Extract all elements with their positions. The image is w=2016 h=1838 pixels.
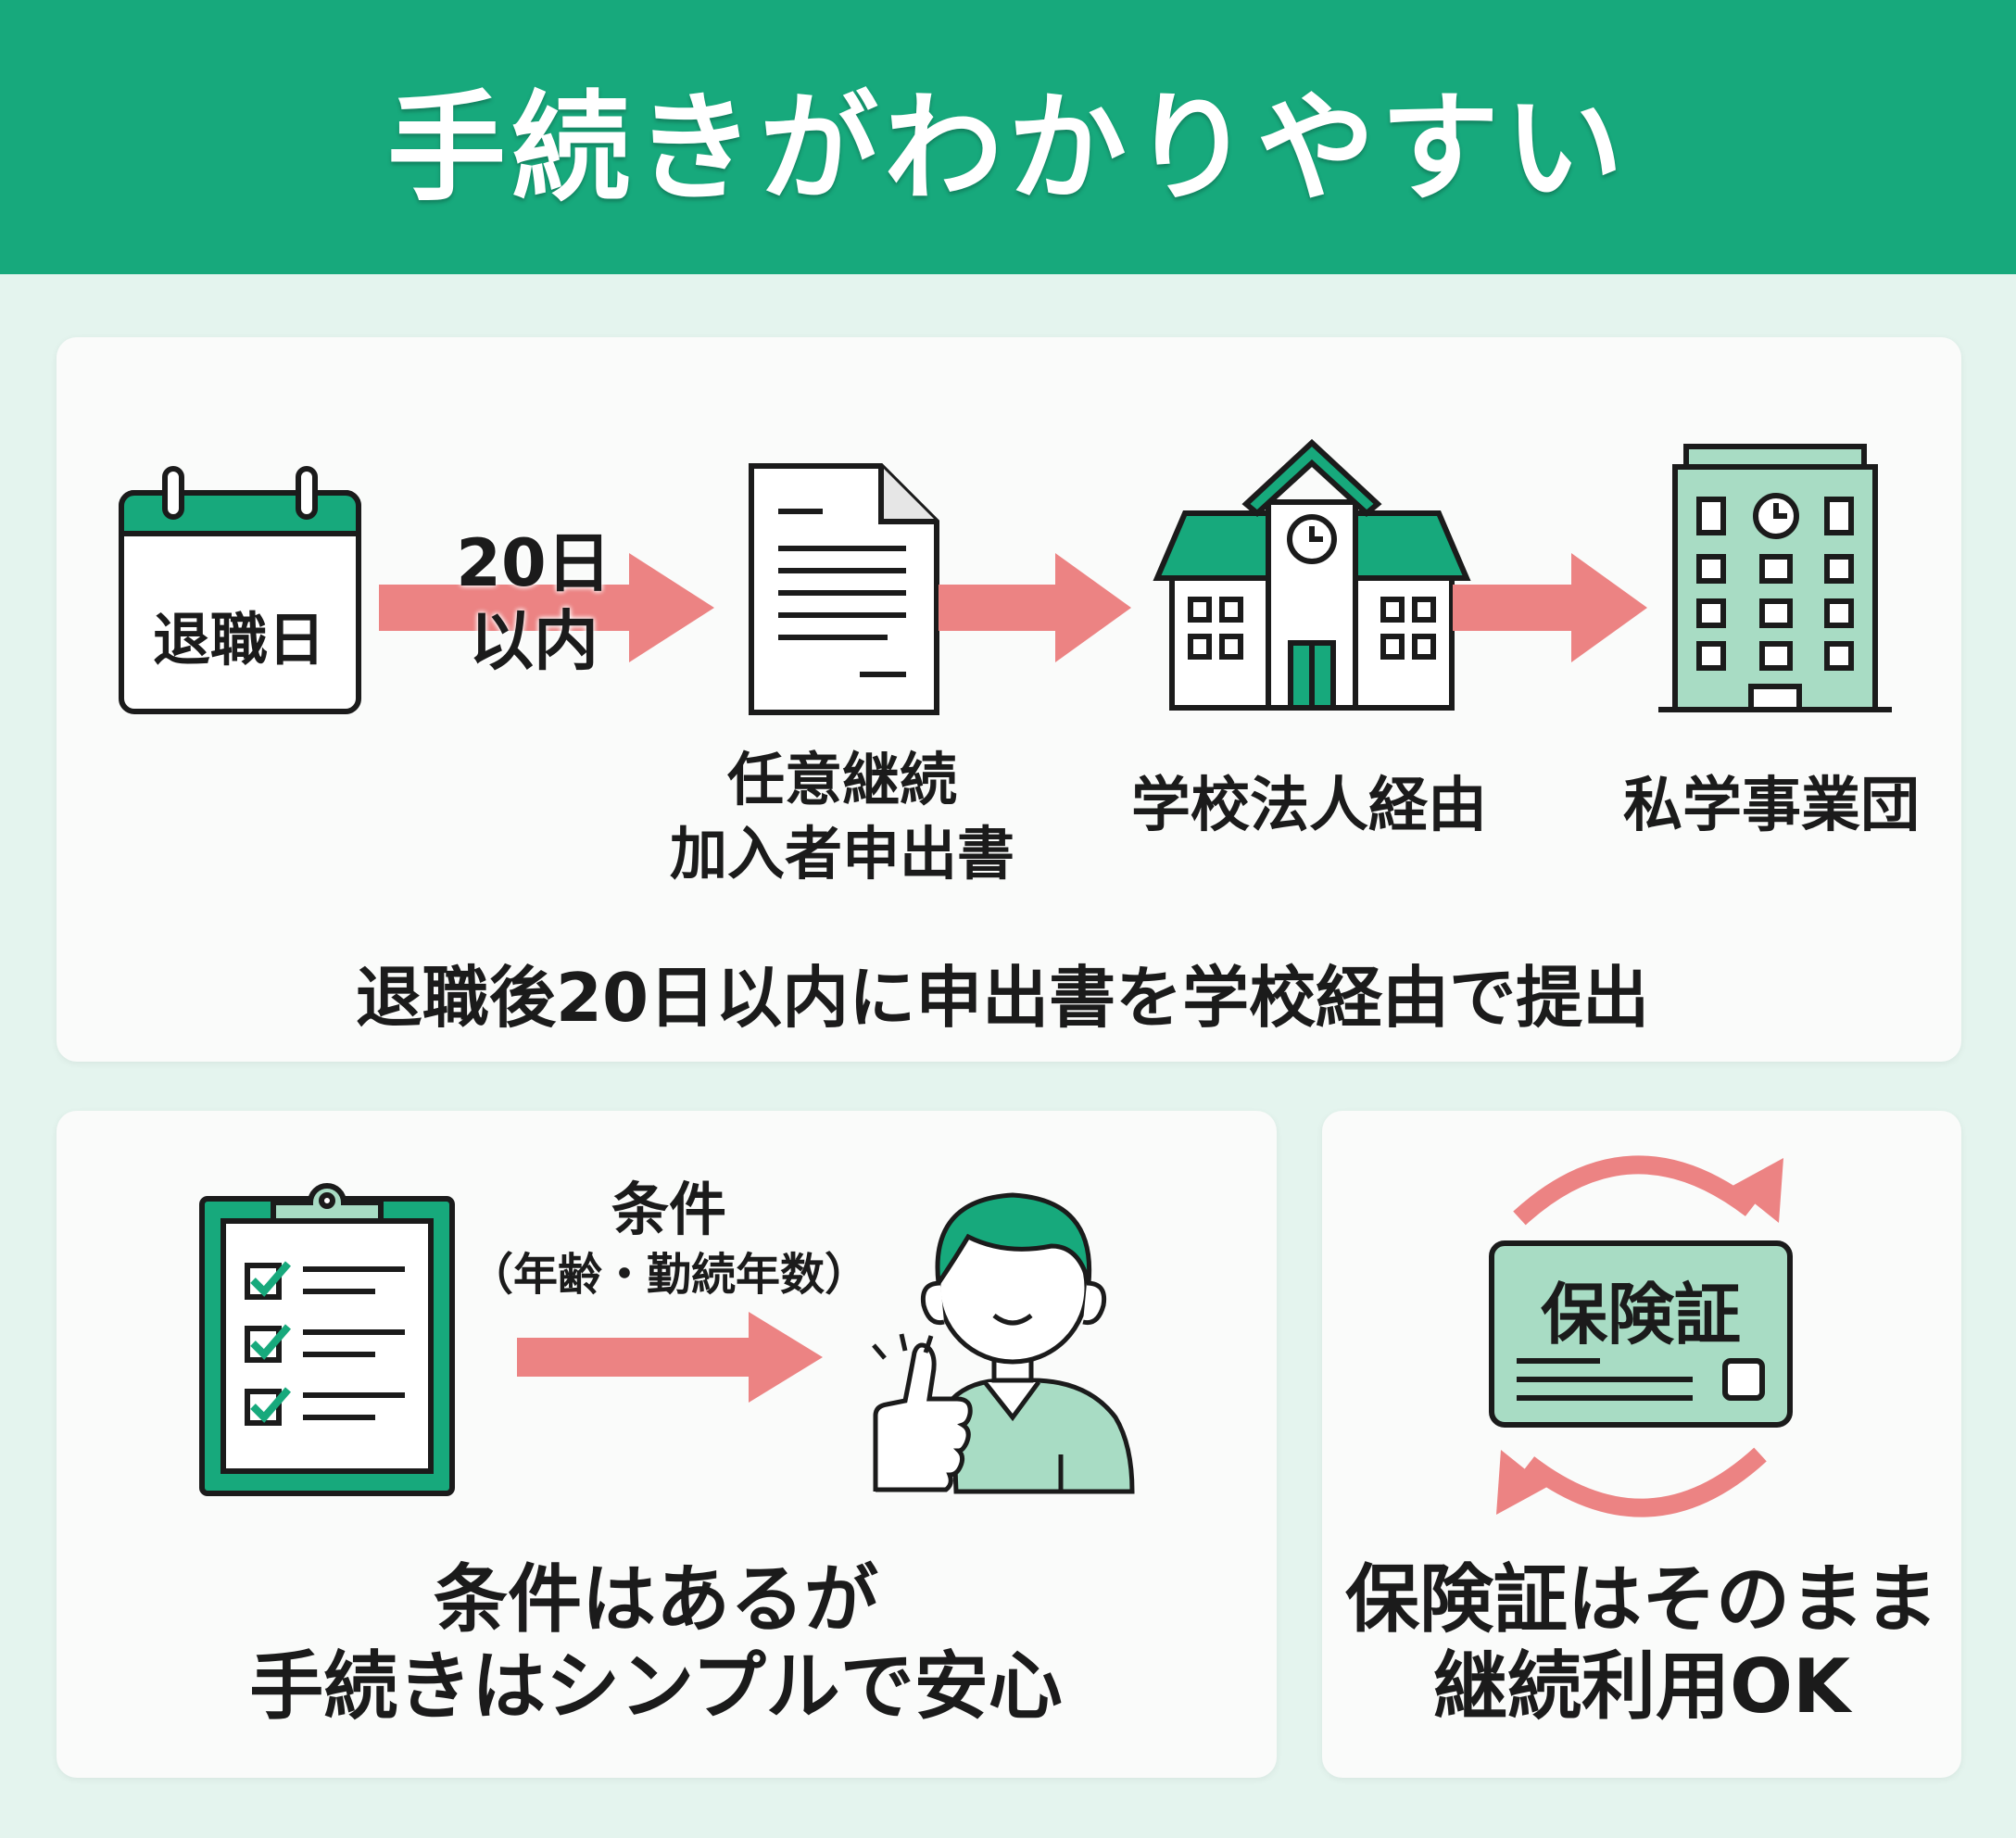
person-thumbs-up-icon bbox=[872, 1192, 1135, 1494]
flow-card bbox=[57, 337, 1961, 1062]
insurance-card-label: 保険証 bbox=[1540, 1276, 1742, 1353]
insurance-caption-line2: 継続利用OK bbox=[1433, 1643, 1850, 1730]
insurance-card bbox=[1322, 1111, 1961, 1778]
insurance-caption: 保険証はそのまま 継続利用OK bbox=[1345, 1556, 1938, 1731]
form-label: 任意継続 加入者申出書 bbox=[670, 743, 1014, 891]
deadline-line1: 20日 bbox=[456, 525, 611, 601]
calendar-icon bbox=[119, 466, 361, 714]
deadline-line2: 以内 bbox=[468, 603, 598, 679]
arrow-icon bbox=[1453, 553, 1647, 662]
calendar-label: 退職日 bbox=[152, 606, 326, 674]
clipboard-checklist-icon bbox=[199, 1183, 455, 1496]
form-label-line2: 加入者申出書 bbox=[669, 820, 1015, 888]
form-label-line1: 任意継続 bbox=[726, 746, 958, 813]
condition-sublabel: （年齢・勤続年数） bbox=[468, 1249, 870, 1301]
conditions-caption: 条件はあるが 手続きはシンプルで安心 bbox=[249, 1556, 1063, 1731]
page-title: 手続きがわかりやすい bbox=[386, 79, 1629, 218]
cycle-arrows-icon bbox=[1496, 1155, 1783, 1517]
arrow-icon bbox=[939, 553, 1131, 662]
condition-label: 条件 bbox=[611, 1176, 727, 1243]
school-label: 学校法人経由 bbox=[1131, 772, 1487, 840]
header-banner bbox=[0, 0, 2016, 274]
insurance-card-icon bbox=[1489, 1240, 1793, 1428]
conditions-caption-line2: 手続きはシンプルで安心 bbox=[249, 1643, 1063, 1730]
conditions-caption-line1: 条件はあるが bbox=[433, 1556, 878, 1643]
flow-summary: 退職後20日以内に申出書を学校経由で提出 bbox=[355, 959, 1650, 1037]
arrow-icon bbox=[379, 553, 714, 662]
arrow-icon bbox=[517, 1312, 823, 1403]
deadline-label: 20日 以内 bbox=[456, 524, 611, 680]
insurance-caption-line1: 保険証はそのまま bbox=[1345, 1556, 1938, 1643]
office-building-icon bbox=[1658, 444, 1892, 712]
school-icon bbox=[1153, 438, 1471, 711]
agency-label: 私学事業団 bbox=[1623, 772, 1920, 840]
document-icon bbox=[749, 463, 939, 715]
